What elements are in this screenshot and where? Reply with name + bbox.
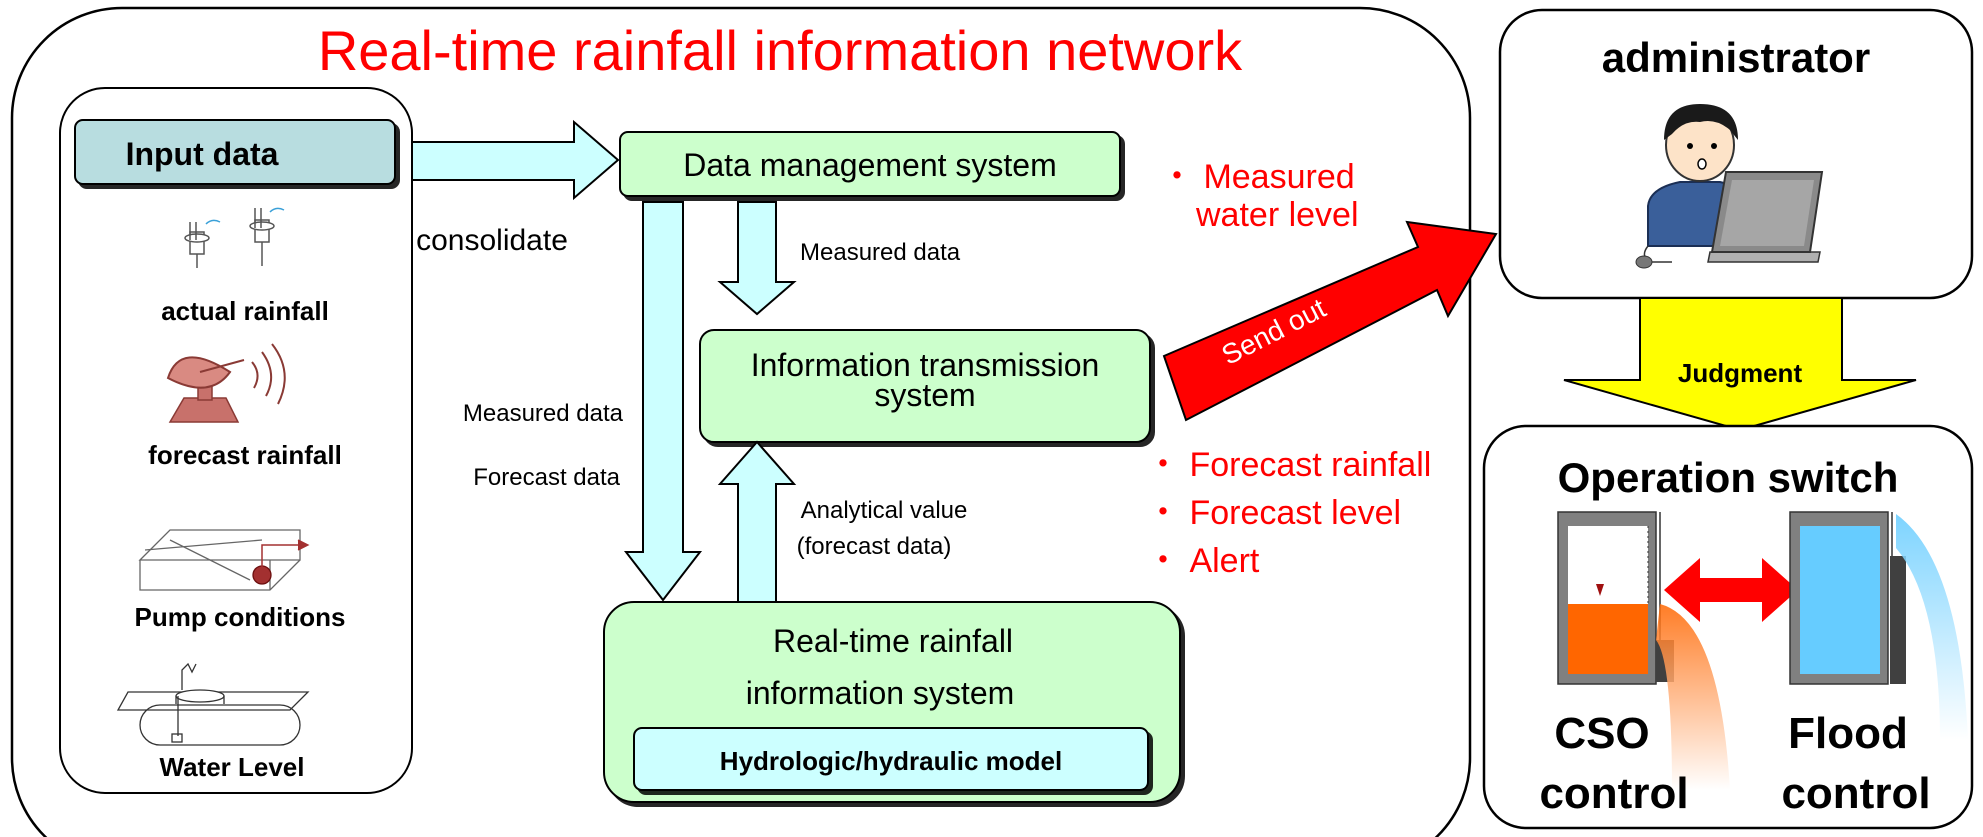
transmission-box — [699, 329, 1151, 443]
analytical-value-label-line2: (forecast data) — [797, 533, 952, 560]
model-box — [633, 727, 1149, 791]
transmission-label-line1: Information transmission — [751, 347, 1100, 383]
cso-label-line2: control — [1539, 769, 1688, 818]
administrator-title: administrator — [1602, 34, 1870, 81]
rain-gauge-icon — [184, 207, 285, 268]
data-management-label: Data management system — [683, 147, 1057, 183]
consolidate-arrow — [411, 119, 620, 201]
realtime-system-label-line2: information system — [746, 675, 1015, 711]
output-forecast-level: ・ Forecast level — [1146, 494, 1401, 532]
radar-icon — [166, 343, 286, 423]
data-management-box — [619, 131, 1121, 197]
input-item-pump-conditions: Pump conditions — [135, 602, 346, 632]
judgment-arrow — [1563, 297, 1917, 432]
measured-data-down-arrow — [717, 201, 797, 316]
input-item-actual-rainfall: actual rainfall — [161, 296, 329, 326]
flood-gate-icon — [1789, 511, 1968, 740]
output-measured-line2: water level — [1195, 196, 1359, 234]
flood-label-line2: control — [1781, 769, 1930, 818]
administrator-person-icon — [1635, 104, 1824, 269]
output-forecast-rainfall: ・ Forecast rainfall — [1146, 446, 1431, 484]
measured-data-right-label: Measured data — [800, 239, 961, 266]
measured-forecast-down-arrow — [623, 201, 703, 602]
input-data-label: Input data — [126, 136, 279, 172]
model-label: Hydrologic/hydraulic model — [720, 746, 1062, 776]
consolidate-label: consolidate — [416, 224, 568, 257]
cso-label-line1: CSO — [1554, 709, 1649, 758]
operation-switch-title: Operation switch — [1558, 454, 1899, 501]
analytical-value-up-arrow — [717, 440, 797, 603]
realtime-system-label-line1: Real-time rainfall — [773, 623, 1013, 659]
input-panel — [59, 87, 413, 794]
pump-icon — [138, 529, 310, 591]
output-measured-line1: ・ Measured — [1160, 158, 1355, 196]
forecast-data-left-label: Forecast data — [473, 464, 620, 491]
output-alert: ・ Alert — [1146, 542, 1260, 580]
network-title: Real-time rainfall information network — [318, 19, 1243, 82]
send-out-arrow — [1162, 220, 1498, 422]
input-item-water-level: Water Level — [160, 752, 305, 782]
switch-double-arrow — [1664, 558, 1798, 622]
input-data-header — [74, 119, 396, 185]
water-level-icon — [116, 662, 310, 746]
judgment-label: Judgment — [1678, 358, 1803, 388]
analytical-value-label-line1: Analytical value — [801, 497, 968, 524]
input-item-forecast-rainfall: forecast rainfall — [148, 440, 342, 470]
measured-data-left-label: Measured data — [463, 400, 624, 427]
transmission-label-line2: system — [874, 377, 975, 413]
cso-gate-icon — [1557, 511, 1730, 790]
flood-label-line1: Flood — [1788, 709, 1908, 758]
